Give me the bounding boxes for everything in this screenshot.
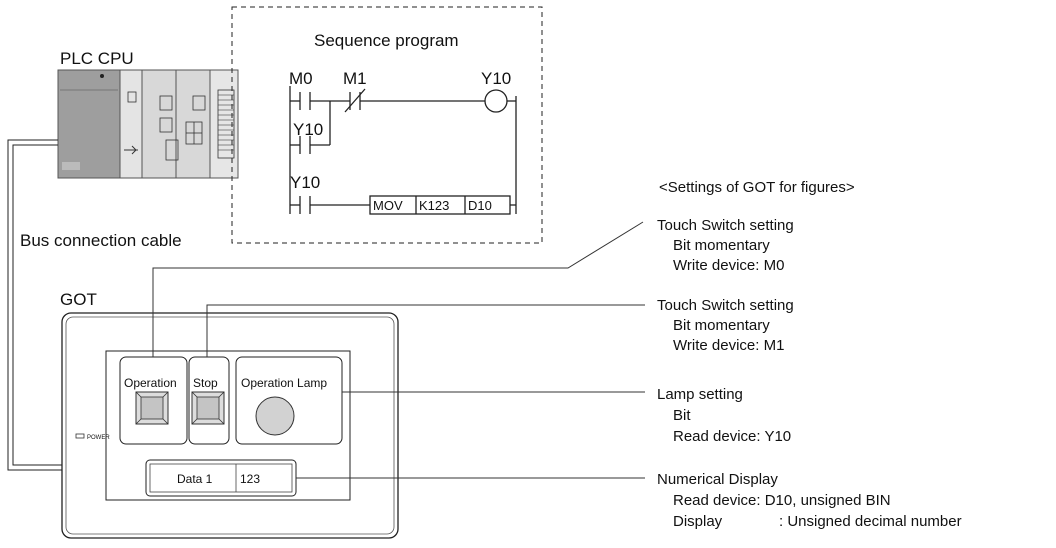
setting-numerical-line2-value: : Unsigned decimal number: [779, 513, 962, 530]
sequence-program-title: Sequence program: [314, 31, 459, 50]
numerical-display-value: 123: [240, 472, 260, 486]
got-unit: [61, 312, 399, 539]
settings-heading: <Settings of GOT for figures>: [659, 179, 855, 196]
contact-m1-label: M1: [343, 69, 367, 88]
numerical-display: [145, 459, 297, 497]
setting-lamp-line2: Read device: Y10: [673, 428, 791, 445]
setting-numerical-title: Numerical Display: [657, 471, 778, 488]
ladder-diagram: [289, 86, 517, 215]
setting-touch-switch-1-title: Touch Switch setting: [657, 217, 794, 234]
setting-touch-switch-1-line2: Write device: M0: [673, 257, 784, 274]
power-indicator-label: POWER: [87, 435, 110, 441]
setting-numerical-line1: Read device: D10, unsigned BIN: [673, 492, 891, 509]
setting-numerical-line2-label: Display: [673, 513, 723, 530]
bus-connection-cable: [7, 139, 62, 471]
numerical-display-label: Data 1: [177, 472, 213, 486]
instr-dst: D10: [468, 198, 492, 213]
plc-unit: [57, 69, 239, 179]
setting-touch-switch-2-title: Touch Switch setting: [657, 297, 794, 314]
got-label: GOT: [60, 290, 97, 309]
lamp-label: Operation Lamp: [241, 376, 327, 390]
contact-y10-branch-label: Y10: [293, 120, 323, 139]
coil-y10-label: Y10: [481, 69, 511, 88]
bus-cable-label: Bus connection cable: [20, 231, 182, 250]
switch-operation-label: Operation: [124, 376, 177, 390]
setting-lamp-title: Lamp setting: [657, 386, 743, 403]
setting-lamp-line1: Bit: [673, 407, 691, 424]
instr-mov: MOV: [373, 198, 403, 213]
setting-touch-switch-1-line1: Bit momentary: [673, 237, 770, 254]
sequence-program-frame: [231, 6, 543, 244]
contact-m0-label: M0: [289, 69, 313, 88]
touch-switch-stop[interactable]: [188, 356, 230, 445]
switch-stop-label: Stop: [193, 376, 218, 390]
touch-switch-operation[interactable]: [119, 356, 188, 445]
contact-y10-rung2-label: Y10: [290, 173, 320, 192]
setting-touch-switch-2-line1: Bit momentary: [673, 317, 770, 334]
leader-lines: [152, 221, 645, 479]
instr-src: K123: [419, 198, 449, 213]
operation-lamp: [235, 356, 343, 445]
plc-cpu-label: PLC CPU: [60, 49, 134, 68]
setting-touch-switch-2-line2: Write device: M1: [673, 337, 784, 354]
